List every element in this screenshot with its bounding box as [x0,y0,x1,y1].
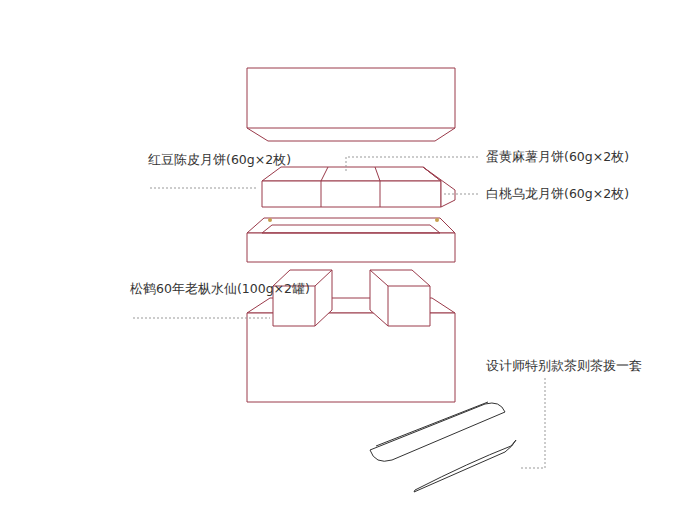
box-lid [247,68,455,141]
callout-label: 设计师特别款茶则茶拨一套 [486,358,642,373]
tea-can [273,270,332,326]
callout-label: 松鹤60年老枞水仙(100g×2罐) [130,281,310,296]
tea-can [370,270,430,326]
callout-label: 蛋黄麻薯月饼(60g×2枚) [486,149,629,164]
tea-tools [370,402,516,492]
callout-label: 红豆陈皮月饼(60g×2枚) [148,152,291,167]
callout-label: 白桃乌龙月饼(60g×2枚) [486,186,629,201]
gold-dot [268,218,272,222]
leader-lines [133,157,545,468]
mooncake-row [262,167,455,207]
tray-frame [247,218,455,262]
gold-dot [435,218,439,222]
